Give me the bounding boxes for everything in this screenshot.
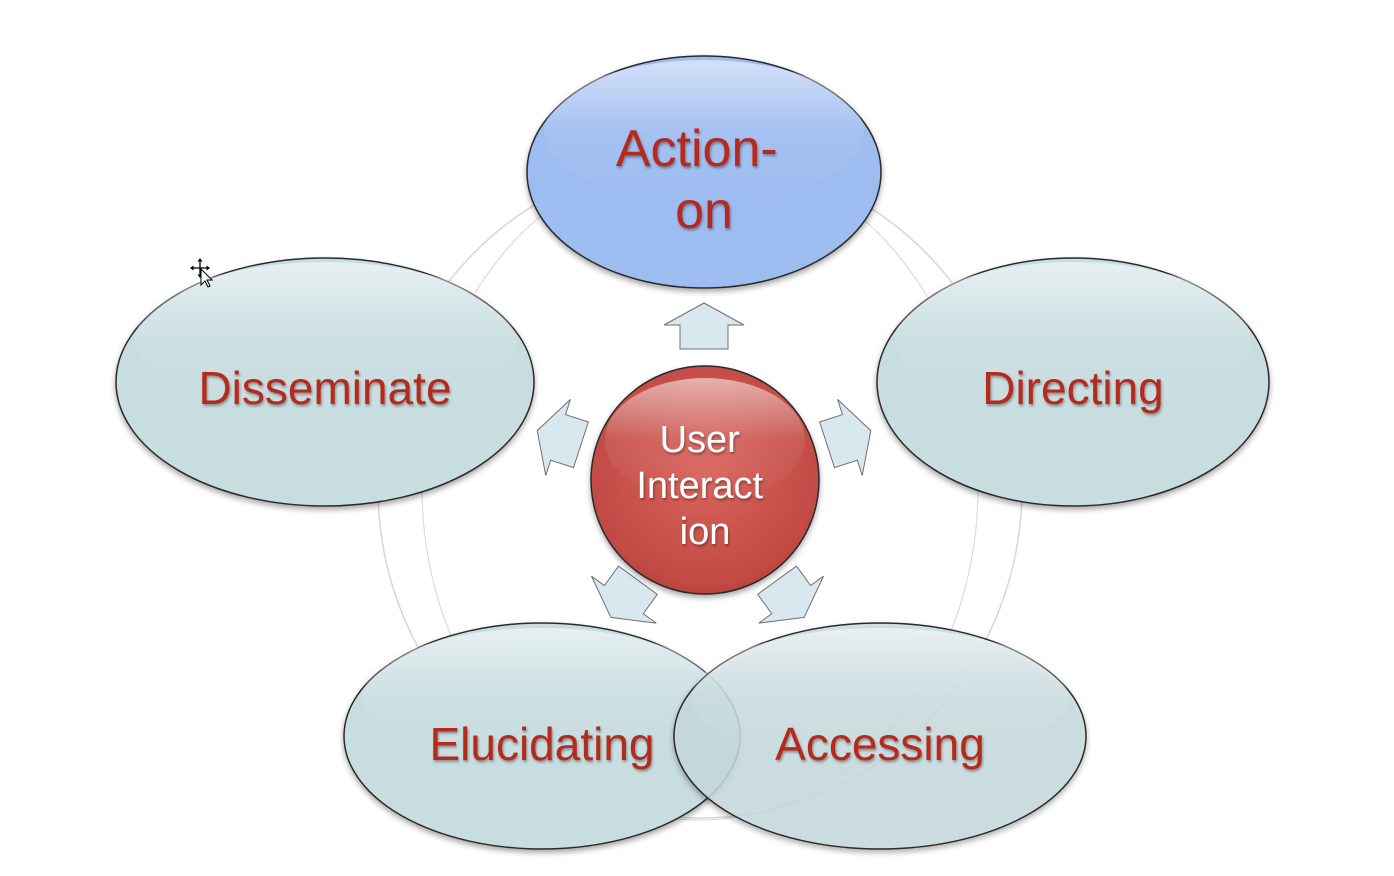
node-label-action-on: Action- on <box>616 120 792 240</box>
center-label: User Interact ion <box>636 419 773 553</box>
node-elucidating[interactable] <box>343 622 741 850</box>
node-label-elucidating: Elucidating <box>429 718 654 770</box>
node-label-accessing: Accessing <box>775 718 985 770</box>
arrow-to-elucidating <box>591 565 659 624</box>
node-directing[interactable] <box>876 257 1270 507</box>
node-disseminate[interactable] <box>115 257 535 507</box>
node-label-disseminate: Disseminate <box>198 362 451 414</box>
center-node[interactable] <box>590 365 820 595</box>
arrow-to-action-on <box>663 302 745 350</box>
move-cursor-icon <box>190 258 214 288</box>
node-label-directing: Directing <box>982 362 1164 414</box>
arrow-to-disseminate <box>536 398 589 476</box>
node-accessing[interactable] <box>673 622 1087 850</box>
arrow-to-directing <box>819 398 872 476</box>
arrow-to-accessing <box>756 565 824 624</box>
node-action-on[interactable] <box>526 55 882 289</box>
